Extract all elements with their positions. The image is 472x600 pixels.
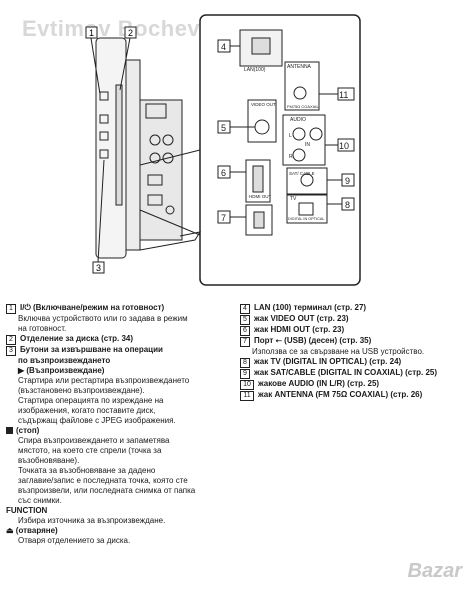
desc-line: възобновяване). — [18, 456, 80, 465]
stop-icon — [6, 427, 13, 434]
legend-desc: Включва устройството или го задава в реж… — [6, 314, 231, 334]
desc-line: Включва устройството или го задава в реж… — [18, 314, 188, 323]
svg-text:1: 1 — [89, 28, 94, 38]
callout-2: 2 — [119, 26, 137, 91]
device-diagram: 1 2 3 LAN(100) ANTENNA FM75Ω — [85, 14, 361, 286]
stop-desc: Спира възпроизвеждането и запаметява мяс… — [6, 436, 231, 506]
desc-line: Стартира операцията по изреждане на — [18, 396, 164, 405]
legend-num: 4 — [240, 304, 250, 314]
function-desc: Избира източника за възпроизвеждане. — [18, 516, 166, 525]
play-label: ▶ (Възпроизвеждане) — [18, 366, 105, 375]
legend-desc: Използва се за свързване на USB устройст… — [252, 347, 425, 356]
legend-item-5: 5 жак VIDEO OUT (стр. 23) — [240, 314, 468, 325]
desc-line: (възстановено възпроизвеждане). — [18, 386, 145, 395]
legend-num: 8 — [240, 358, 250, 368]
desc-line: съдържащ файлове с JPEG изображения. — [18, 416, 176, 425]
legend-title: жакове AUDIO (IN L/R) (стр. 25) — [258, 379, 380, 388]
legend-title: жак TV (DIGITAL IN OPTICAL) (стр. 24) — [254, 357, 402, 366]
desc-line: възпроизвели, или последната снимка от п… — [18, 486, 196, 495]
eject-desc: Отваря отделението за диска. — [18, 536, 131, 545]
svg-text:AUDIO: AUDIO — [290, 117, 306, 123]
desc-line: Точката за възобновяване за дадено — [18, 466, 156, 475]
svg-text:L: L — [289, 133, 292, 139]
svg-text:R: R — [289, 154, 293, 160]
desc-line: мястото, на което сте спрели (точка за — [18, 446, 162, 455]
desc-line: Стартира или рестартира възпроизвежданет… — [18, 376, 190, 385]
svg-text:FM75Ω COAXIAL: FM75Ω COAXIAL — [287, 104, 319, 109]
desc-line: изображения, когато поставите диск, — [18, 406, 156, 415]
svg-text:3: 3 — [96, 263, 101, 273]
legend-title: I/⏻ (Включване/режим на готовност) — [20, 303, 165, 312]
svg-text:SAT/ CABLE: SAT/ CABLE — [289, 171, 315, 176]
svg-text:HDMI OUT: HDMI OUT — [249, 194, 271, 199]
legend-num: 3 — [6, 346, 16, 356]
svg-text:7: 7 — [221, 213, 226, 223]
function-label: FUNCTION — [6, 506, 48, 515]
legend-item-1: 1 I/⏻ (Включване/режим на готовност) — [6, 303, 231, 314]
legend-item-6: 6 жак HDMI OUT (стр. 23) — [240, 325, 468, 336]
legend-item-11: 11 жак ANTENNA (FM 75Ω COAXIAL) (стр. 26… — [240, 390, 468, 401]
stop-label: (стоп) — [6, 426, 231, 436]
svg-text:9: 9 — [345, 176, 350, 186]
rear-panel — [199, 14, 361, 286]
legend-title: жак ANTENNA (FM 75Ω COAXIAL) (стр. 26) — [258, 390, 423, 399]
svg-text:10: 10 — [339, 141, 349, 151]
svg-text:6: 6 — [221, 168, 226, 178]
svg-text:11: 11 — [339, 90, 348, 100]
legend-num: 2 — [6, 335, 16, 345]
legend-num: 7 — [240, 337, 250, 347]
legend-item-9: 9 жак SAT/CABLE (DIGITAL IN COAXIAL) (ст… — [240, 368, 468, 379]
rear-callout-numbers: 4 5 6 7 8 9 10 11 — [221, 42, 350, 223]
callout-1: 1 — [85, 26, 101, 95]
watermark-bottom: Bazar — [407, 560, 462, 582]
legend-title: Отделение за диска (стр. 34) — [20, 334, 133, 343]
desc-line: със снимки. — [18, 496, 62, 505]
legend-item-4: 4 LAN (100) терминал (стр. 27) — [240, 303, 468, 314]
svg-text:4: 4 — [221, 42, 226, 52]
rear-callout-lines — [230, 45, 342, 218]
legend-item-2: 2 Отделение за диска (стр. 34) — [6, 334, 231, 345]
legend-item-8: 8 жак TV (DIGITAL IN OPTICAL) (стр. 24) — [240, 357, 468, 368]
side-view — [95, 37, 202, 259]
legend-left: 1 I/⏻ (Включване/режим на готовност) Вкл… — [6, 303, 231, 546]
desc-line: Спира възпроизвеждането и запаметява — [18, 436, 170, 445]
legend-num: 1 — [6, 304, 16, 314]
desc-line: на готовност. — [18, 324, 67, 333]
svg-text:TV: TV — [290, 196, 297, 202]
legend-title: жак VIDEO OUT (стр. 23) — [254, 314, 349, 323]
rear-callouts — [217, 39, 355, 224]
legend-num: 10 — [240, 380, 254, 390]
watermark-top: Evtimov Bochev — [22, 16, 201, 41]
svg-text:ANTENNA: ANTENNA — [287, 64, 312, 70]
rear-labels: LAN(100) ANTENNA FM75Ω COAXIAL VIDEO OUT… — [244, 64, 325, 221]
legend-title: LAN (100) терминал (стр. 27) — [254, 303, 367, 312]
legend-num: 5 — [240, 315, 250, 325]
callout-3: 3 — [92, 159, 105, 274]
legend-item-10: 10 жакове AUDIO (IN L/R) (стр. 25) — [240, 379, 468, 390]
legend-title: жак HDMI OUT (стр. 23) — [254, 325, 345, 334]
svg-text:5: 5 — [221, 123, 226, 133]
legend-item-3: 3 Бутони за извършване на операции — [6, 345, 231, 356]
desc-line: заглавие/запис е последната точка, която… — [18, 476, 188, 485]
legend-num: 6 — [240, 326, 250, 336]
svg-text:8: 8 — [345, 200, 350, 210]
svg-text:DIGITAL IN OPTICAL: DIGITAL IN OPTICAL — [288, 217, 325, 221]
play-desc: Стартира или рестартира възпроизвежданет… — [6, 376, 231, 426]
legend-title: Порт ⭠ (USB) (десен) (стр. 35) — [254, 336, 372, 345]
legend-right: 4 LAN (100) терминал (стр. 27) 5 жак VID… — [240, 303, 468, 401]
svg-text:IN: IN — [305, 142, 310, 148]
svg-text:2: 2 — [128, 28, 133, 38]
legend-title: жак SAT/CABLE (DIGITAL IN COAXIAL) (стр.… — [254, 368, 438, 377]
legend-title-cont: по възпроизвеждането — [18, 356, 111, 365]
legend-item-7: 7 Порт ⭠ (USB) (десен) (стр. 35) — [240, 336, 468, 347]
svg-text:LAN(100): LAN(100) — [244, 67, 266, 73]
eject-label: ⏏ (отваряне) — [6, 526, 58, 535]
legend-num: 9 — [240, 369, 250, 379]
legend-title: Бутони за извършване на операции — [20, 345, 163, 354]
legend-num: 11 — [240, 391, 254, 401]
svg-text:VIDEO OUT: VIDEO OUT — [251, 102, 276, 107]
